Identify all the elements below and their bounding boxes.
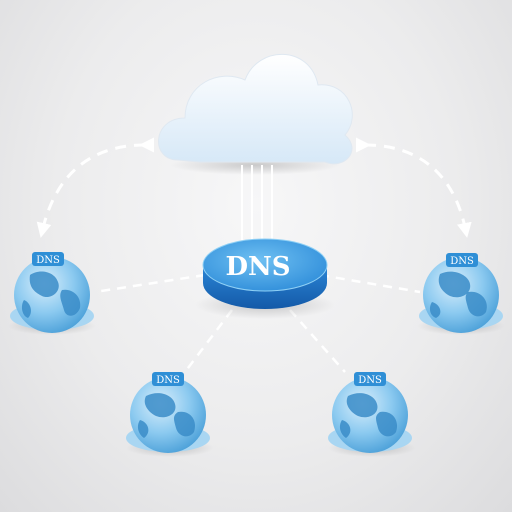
globe-node-left: DNS (8, 252, 96, 335)
cloud-hub-connector (241, 165, 273, 240)
hub-node-connectors (94, 273, 421, 373)
node-badge (446, 253, 478, 267)
node-label: DNS (156, 375, 180, 386)
right-curved-arrow (355, 137, 472, 238)
node-label: DNS (450, 256, 474, 267)
dns-hub: DNS (195, 238, 335, 319)
node-badge (152, 372, 184, 386)
node-label: DNS (358, 375, 382, 386)
globe-node-right: DNS (417, 253, 505, 335)
node-label: DNS (36, 255, 60, 266)
node-badge (32, 252, 64, 266)
cloud-icon (158, 53, 353, 175)
left-curved-arrow (36, 137, 155, 238)
globe-node-bottom-left: DNS (126, 372, 214, 457)
globe-node-bottom-right: DNS (328, 372, 416, 457)
node-badge (354, 372, 386, 386)
hub-label: DNS (225, 252, 290, 282)
